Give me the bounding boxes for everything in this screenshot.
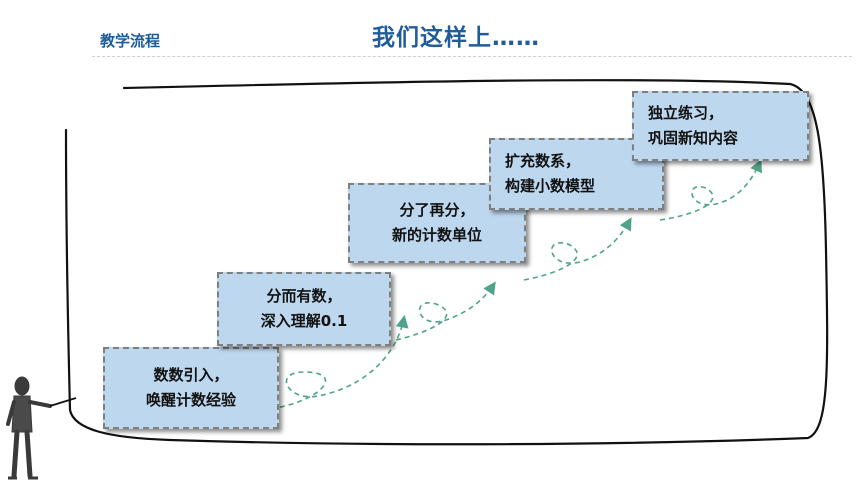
step-4-line2: 构建小数模型 xyxy=(505,177,596,195)
dashed-loop-arrow-icon xyxy=(395,281,496,341)
section-label: 教学流程 xyxy=(100,32,161,50)
step-5-line1: 独立练习， xyxy=(648,104,724,122)
step-2-line1: 分而有数， xyxy=(266,287,342,305)
step-2-line2: 深入理解0.1 xyxy=(260,312,348,330)
board-outline xyxy=(64,79,829,446)
step-3-line2: 新的计数单位 xyxy=(391,226,482,244)
step-5-line2: 巩固新知内容 xyxy=(648,129,739,147)
dashed-loop-arrow-icon xyxy=(523,217,632,281)
step-2-box: 分而有数， 深入理解0.1 xyxy=(217,272,391,346)
step-1-line1: 数数引入， xyxy=(153,366,229,384)
header-divider xyxy=(92,56,852,57)
dashed-loop-arrow-icon xyxy=(659,159,762,221)
step-4-line1: 扩充数系， xyxy=(505,152,581,170)
stick-figure-presenter-icon xyxy=(6,376,77,480)
page-title: 我们这样上…… xyxy=(372,25,540,51)
dashed-loop-arrow-icon xyxy=(261,314,409,411)
step-5-box: 独立练习， 巩固新知内容 xyxy=(632,91,809,161)
step-3-line1: 分了再分， xyxy=(399,201,475,219)
step-1-line2: 唤醒计数经验 xyxy=(145,391,236,409)
step-1-box: 数数引入， 唤醒计数经验 xyxy=(103,347,279,429)
